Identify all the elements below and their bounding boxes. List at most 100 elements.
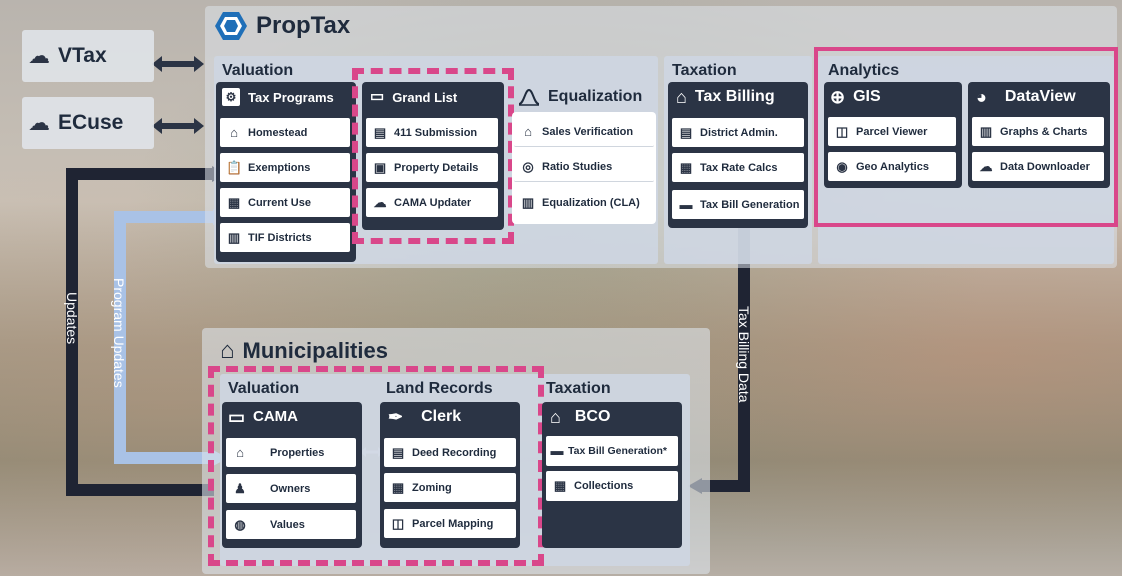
clipboard-icon: 📋 [226,159,243,175]
municipalities-title: Municipalities [242,338,388,363]
taxation-title: Taxation [672,62,737,79]
person-icon: ♟ [234,480,246,496]
calculator-icon: ▦ [679,159,693,175]
equalization-title: Equalization [548,88,643,105]
bar-chart-icon: ▥ [521,194,535,210]
list-item-exemptions[interactable]: 📋Exemptions [220,153,350,182]
cloud-network-icon: ☁ [28,43,50,68]
tax-billing-title: Tax Billing [694,88,775,105]
list-item-current-use[interactable]: ▦Current Use [220,188,350,217]
ledger-icon: ▤ [679,124,693,140]
house-percent-icon: ⌂ [676,87,687,107]
dataview-header: ◕ DataView [976,88,1076,106]
cloud-upload-icon: ☁ [373,194,387,210]
list-item-owners[interactable]: ♟Owners [226,474,356,503]
map-icon: ◫ [391,515,405,531]
geo-target-icon: ◉ [836,158,848,174]
list-item-zoming[interactable]: ▦Zoming [384,473,516,502]
list-item-ratio-studies[interactable]: ◎Ratio Studies [514,153,654,182]
document-icon: ▤ [373,124,387,140]
bco-header: ⌂ BCO [550,408,610,426]
list-item-district-admin[interactable]: ▤District Admin. [672,118,804,147]
valuation-title: Valuation [222,62,294,79]
gis-header: ⊕ GIS [830,88,881,106]
list-item-tax-bill-generation-muni[interactable]: ▬Tax Bill Generation* [546,436,678,466]
municipal-highlight [208,366,544,566]
tax-billing-header: ⌂ Tax Billing [676,88,775,106]
list-item-collections[interactable]: ▦Collections [546,471,678,501]
farm-icon: ▦ [227,194,241,210]
pie-chart-icon: ◕ [976,87,987,107]
list-item-property-details[interactable]: ▣Property Details [366,153,498,182]
bar-chart-icon: ▥ [979,123,993,139]
list-item-411-submission[interactable]: ▤411 Submission [366,118,498,147]
document-icon: ▤ [391,444,405,460]
muni-valuation-title: Valuation [228,380,300,397]
list-item-cama-updater[interactable]: ☁CAMA Updater [366,188,498,217]
list-item-tif-districts[interactable]: ▥TIF Districts [220,223,350,252]
ecuse-label: ECuse [58,111,124,134]
clerk-header: ✒ Clerk [388,408,461,426]
house-icon: ⌂ [524,124,532,139]
analytics-title: Analytics [828,62,900,79]
list-item-properties[interactable]: ⌂Properties [226,438,356,467]
list-item-parcel-viewer[interactable]: ◫Parcel Viewer [828,117,956,146]
cama-title: CAMA [253,408,299,425]
house-icon: ⌂ [230,124,238,140]
grand-list-highlight [352,68,514,244]
list-item-deed-recording[interactable]: ▤Deed Recording [384,438,516,467]
globe-icon: ⊕ [830,87,846,107]
hexagon-logo-icon [215,12,247,40]
program-updates-arrow-label: Program Updates [111,278,127,388]
coins-icon: ◍ [234,516,246,532]
sliders-icon: ⚙ [222,88,240,106]
vtax-label: VTax [58,44,107,67]
bell-curve-icon [518,88,540,106]
house-percent-icon: ⌂ [550,407,561,427]
list-item-data-downloader[interactable]: ☁Data Downloader [972,152,1104,181]
town-buildings-icon: ⌂ [220,337,235,364]
list-item-tax-rate-calcs[interactable]: ▦Tax Rate Calcs [672,153,804,182]
list-item-sales-verification[interactable]: ⌂Sales Verification [514,118,654,147]
analytics-highlight [814,47,1118,227]
ecuse-system-box: ☁ ECuse [22,97,154,149]
card-id-icon: ▭ [370,88,385,105]
list-item-tax-bill-generation[interactable]: ▬Tax Bill Generation [672,190,804,219]
clerk-title: Clerk [421,408,462,425]
land-records-title: Land Records [386,380,493,397]
gis-title: GIS [853,88,881,105]
cloud-download-icon: ☁ [979,158,993,174]
list-item-values[interactable]: ◍Values [226,510,356,539]
quill-icon: ✒ [388,407,404,427]
tax-programs-header: ⚙ Tax Programs [222,88,334,106]
tax-programs-title: Tax Programs [248,89,334,105]
computer-icon: ▭ [228,406,246,427]
dataview-title: DataView [1004,88,1076,105]
proptax-title: PropTax [256,12,351,39]
cloud-network-icon: ☁ [28,110,50,135]
list-item-homestead[interactable]: ⌂Homestead [220,118,350,147]
tax-billing-data-arrow-label: Tax Billing Data [736,306,752,403]
equalization-header: Equalization [518,88,642,106]
list-item-parcel-mapping[interactable]: ◫Parcel Mapping [384,509,516,538]
muni-taxation-title: Taxation [546,380,611,397]
bco-title: BCO [574,408,611,425]
zone-map-icon: ▦ [391,479,405,495]
list-item-geo-analytics[interactable]: ◉Geo Analytics [828,152,956,181]
list-item-graphs-charts[interactable]: ▥Graphs & Charts [972,117,1104,146]
updates-arrow-label: Updates [64,292,80,345]
grand-list-header: ▭ Grand List [370,89,457,105]
vtax-system-box: ☁ VTax [22,30,154,82]
proptax-header: PropTax [214,10,350,42]
municipalities-header: ⌂ Municipalities [220,338,388,364]
list-item-equalization-cla[interactable]: ▥Equalization (CLA) [514,188,654,217]
calculator-icon: ▦ [553,478,567,493]
printer-icon: ▬ [550,443,564,458]
cama-header: ▭ CAMA [228,406,299,427]
target-icon: ◎ [522,159,534,174]
map-icon: ◫ [835,123,849,139]
property-icon: ▣ [373,159,387,175]
printer-icon: ▬ [679,196,693,212]
city-icon: ▥ [227,229,241,245]
house-icon: ⌂ [236,444,244,460]
